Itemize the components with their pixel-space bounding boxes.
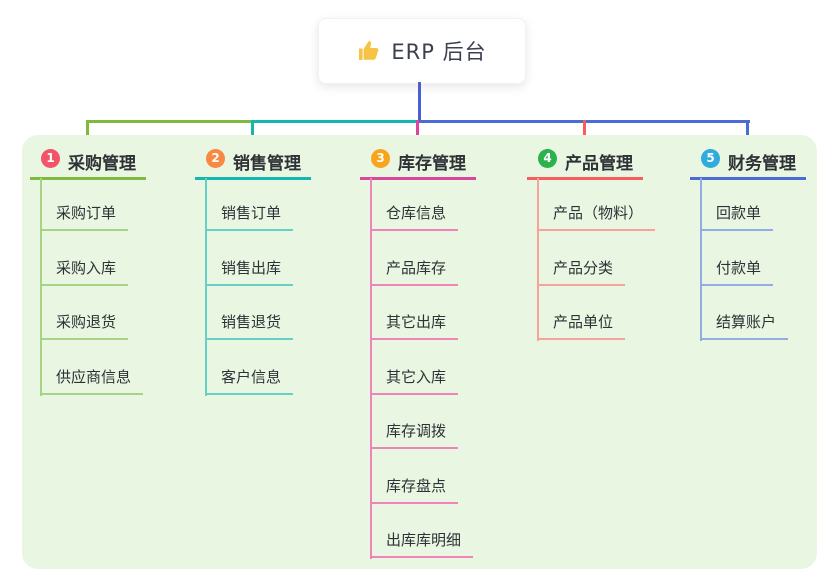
column-title-purchase[interactable]: 采购管理 (68, 154, 136, 174)
node-receipt-bill[interactable]: 回款单 (700, 203, 774, 231)
node-other-outbound[interactable]: 其它出库 (370, 312, 459, 340)
trunk-connector-line (418, 82, 421, 122)
node-stock-transfer[interactable]: 库存调拨 (370, 421, 459, 449)
column-underline (360, 177, 476, 180)
badge-3: 3 (371, 149, 390, 168)
column-title-sales[interactable]: 销售管理 (233, 154, 301, 174)
column-underline (30, 177, 146, 180)
node-purchase-inbound[interactable]: 采购入库 (40, 258, 129, 286)
node-settlement-account[interactable]: 结算账户 (700, 312, 789, 340)
node-product-material[interactable]: 产品（物料） (537, 203, 656, 231)
node-product-stock[interactable]: 产品库存 (370, 258, 459, 286)
node-product-category[interactable]: 产品分类 (537, 258, 626, 286)
node-sales-order[interactable]: 销售订单 (205, 203, 294, 231)
node-stock-check[interactable]: 库存盘点 (370, 476, 459, 504)
modules-panel (22, 135, 817, 569)
drop-line-product (583, 120, 586, 146)
badge-1: 1 (41, 149, 60, 168)
node-sales-return[interactable]: 销售退货 (205, 312, 294, 340)
branch-line-teal (253, 120, 419, 123)
node-stock-detail[interactable]: 出库库明细 (370, 530, 474, 558)
drop-line-sales (251, 120, 254, 146)
node-customer-info[interactable]: 客户信息 (205, 367, 294, 395)
root-title: ERP 后台 (391, 40, 487, 64)
badge-4: 4 (538, 149, 557, 168)
node-sales-outbound[interactable]: 销售出库 (205, 258, 294, 286)
column-underline (690, 177, 806, 180)
node-payment-bill[interactable]: 付款单 (700, 258, 774, 286)
root-node-erp[interactable]: ERP 后台 (318, 18, 526, 84)
thumbs-up-icon (359, 41, 379, 60)
column-child-connector (40, 178, 42, 396)
node-other-inbound[interactable]: 其它入库 (370, 367, 459, 395)
column-child-connector (700, 178, 702, 341)
node-purchase-return[interactable]: 采购退货 (40, 312, 129, 340)
column-title-product[interactable]: 产品管理 (565, 154, 633, 174)
branch-line-green (86, 120, 253, 123)
node-product-unit[interactable]: 产品单位 (537, 312, 626, 340)
column-underline (527, 177, 643, 180)
drop-line-finance (746, 120, 749, 146)
column-child-connector (370, 178, 372, 559)
column-underline (195, 177, 311, 180)
column-title-inventory[interactable]: 库存管理 (398, 154, 466, 174)
badge-2: 2 (206, 149, 225, 168)
drop-line-purchase (86, 120, 89, 146)
column-child-connector (205, 178, 207, 396)
drop-line-inventory (416, 120, 419, 146)
node-warehouse-info[interactable]: 仓库信息 (370, 203, 459, 231)
badge-5: 5 (701, 149, 720, 168)
node-purchase-order[interactable]: 采购订单 (40, 203, 129, 231)
column-child-connector (537, 178, 539, 341)
column-title-finance[interactable]: 财务管理 (728, 154, 796, 174)
node-supplier-info[interactable]: 供应商信息 (40, 367, 144, 395)
